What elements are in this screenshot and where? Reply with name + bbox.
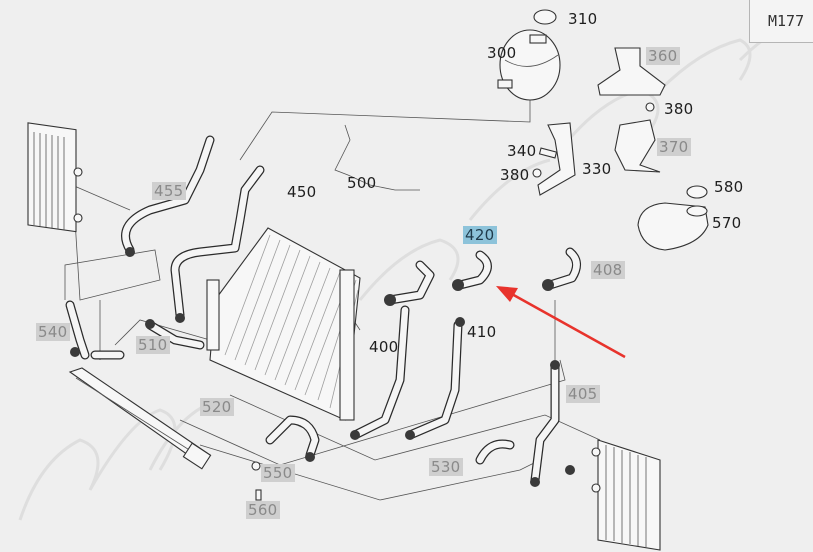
part-label-310[interactable]: 310 — [568, 10, 598, 28]
part-label-455[interactable]: 455 — [152, 182, 186, 200]
part-label-450[interactable]: 450 — [287, 183, 317, 201]
bottom-cooler — [68, 367, 212, 470]
bolt-550 — [251, 461, 261, 471]
part-label-410[interactable]: 410 — [467, 323, 497, 341]
bracket-370 — [614, 119, 661, 173]
part-label-340[interactable]: 340 — [507, 142, 537, 160]
part-label-500[interactable]: 500 — [347, 174, 377, 192]
aux-radiator-right — [591, 439, 661, 551]
main-radiator — [206, 227, 361, 421]
part-label-380[interactable]: 380 — [664, 100, 694, 118]
bracket-360 — [597, 47, 666, 96]
part-label-570[interactable]: 570 — [712, 214, 742, 232]
highlight-arrow — [496, 286, 626, 359]
model-code: M177 — [768, 12, 805, 30]
part-label-370[interactable]: 370 — [657, 138, 691, 156]
bolt-380 — [645, 102, 655, 112]
part-label-380-b[interactable]: 380 — [500, 166, 530, 184]
watermark — [18, 18, 801, 521]
wiring-harness — [334, 124, 420, 191]
part-label-408[interactable]: 408 — [591, 261, 625, 279]
hoses — [65, 135, 581, 485]
bolt-380 — [532, 168, 542, 178]
part-label-405[interactable]: 405 — [566, 385, 600, 403]
sleeve-340 — [538, 147, 558, 159]
part-label-400[interactable]: 400 — [369, 338, 399, 356]
part-label-360[interactable]: 360 — [646, 47, 680, 65]
part-label-580[interactable]: 580 — [714, 178, 744, 196]
aux-radiator-left — [27, 122, 83, 233]
part-label-550[interactable]: 550 — [261, 464, 295, 482]
part-label-420[interactable]: 420 — [463, 226, 497, 244]
bracket-330 — [537, 122, 576, 196]
expansion-tank-300 — [497, 29, 561, 101]
part-label-510[interactable]: 510 — [136, 336, 170, 354]
part-label-330[interactable]: 330 — [582, 160, 612, 178]
part-label-560[interactable]: 560 — [246, 501, 280, 519]
cap-580 — [686, 185, 708, 199]
part-label-540[interactable]: 540 — [36, 323, 70, 341]
part-label-520[interactable]: 520 — [200, 398, 234, 416]
part-label-530[interactable]: 530 — [429, 458, 463, 476]
tank-570 — [637, 202, 709, 251]
part-label-300[interactable]: 300 — [487, 44, 517, 62]
bolt-560 — [255, 489, 262, 501]
model-code-box: M177 — [749, 0, 813, 43]
hose-clamps — [70, 247, 575, 487]
cap-310 — [533, 9, 557, 25]
